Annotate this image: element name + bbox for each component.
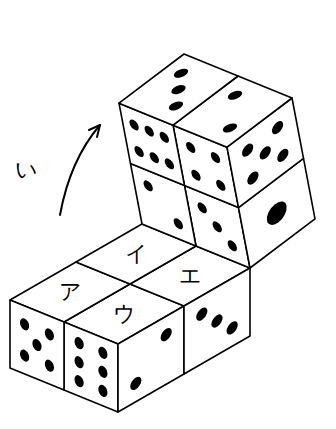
die-pip [144,124,155,138]
face-outline [119,54,238,125]
face-outline [10,300,64,390]
die-pip [276,146,289,165]
die-pip [215,178,226,192]
die-pip [246,169,259,188]
die-face [10,300,64,390]
die-pip [166,100,186,112]
die-pip [210,151,221,165]
die-pip [185,140,196,154]
die-pip [220,122,240,134]
die-pip [98,364,107,379]
rotation-arrow [60,125,100,215]
face-label: エ [178,264,203,288]
die-pip [129,118,140,132]
die-pip [190,168,201,182]
die-pip [196,305,207,323]
die-pip [271,118,284,137]
die-pip [225,89,245,101]
die-pip [173,217,184,231]
die-pip [227,319,238,337]
die-pip [45,327,54,342]
die-pip [265,197,288,230]
die-pip [211,312,222,330]
die-face [119,54,238,125]
die-pip [134,145,145,159]
die-pip [171,67,191,79]
die-pip [20,317,29,332]
die-pip [75,355,84,370]
arrow-head [89,125,100,137]
die-pip [164,157,175,171]
die-face [64,322,118,412]
face-outline [64,322,118,412]
die-pip [168,84,188,96]
rotation-label: い [14,158,39,182]
die-pip [98,383,107,398]
die-pip [259,143,272,162]
die-pip [20,348,29,363]
die-pip [241,141,254,160]
die-pip [130,374,141,392]
die-pip [149,151,160,165]
face-label: ア [58,280,83,304]
die-pip [75,335,84,350]
die-pip [143,179,154,193]
face-label: イ [124,242,149,266]
die-pip [32,337,41,352]
die-pip [212,220,223,234]
die-pip [159,130,170,144]
face-label: ウ [112,302,137,326]
die-pip [227,239,238,253]
die-pip [197,201,208,215]
die-pip [45,358,54,373]
die-pip [75,374,84,389]
die-pip [98,345,107,360]
die-pip [161,326,172,344]
